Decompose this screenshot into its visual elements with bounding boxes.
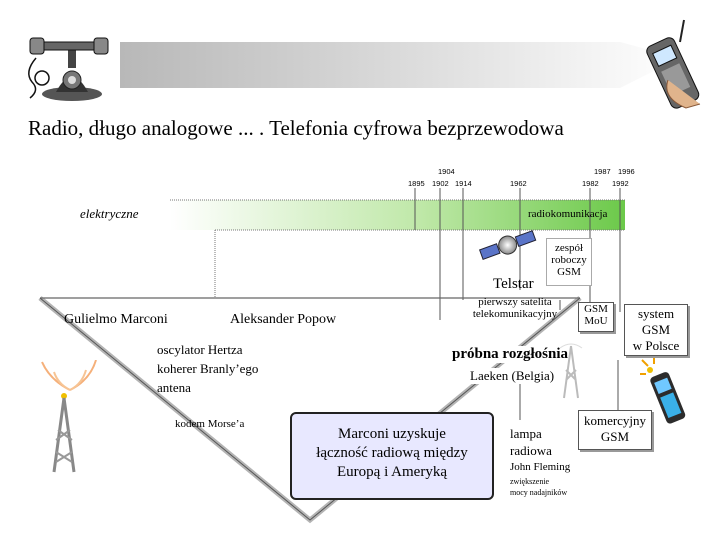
commercial-gsm-line-2: GSM	[600, 429, 630, 444]
header-banner	[120, 42, 680, 88]
broadcast-title: próbna rozgłośnia	[450, 346, 570, 363]
invention-antena: antena	[157, 380, 191, 395]
lamp-inventor: John Fleming	[510, 461, 571, 473]
gsm-group-line-2: roboczy	[551, 254, 587, 266]
vintage-telephone-icon	[28, 37, 109, 101]
gsm-mou-line-2: MoU	[584, 315, 608, 327]
year-1902: 1902	[432, 179, 449, 188]
telstar-caption: pierwszy satelita telekomunikacyjny	[470, 296, 560, 320]
commercial-gsm-box: komercyjny GSM	[578, 410, 652, 450]
gsm-poland-line-2: GSM	[641, 322, 671, 337]
label-marconi: Gulielmo Marconi	[64, 312, 168, 327]
marconi-achievement-box: Marconi uzyskuje łączność radiową między…	[290, 412, 494, 500]
gsm-poland-box: system GSM w Polsce	[624, 304, 688, 356]
marconi-line-1: Marconi uzyskuje	[338, 426, 446, 442]
telstar-label: Telstar	[493, 276, 534, 292]
lamp-line-1: lampa	[510, 426, 542, 441]
year-1987: 1987	[594, 167, 611, 176]
year-1996: 1996	[618, 167, 635, 176]
lamp-note-1: zwiększenie	[510, 477, 550, 486]
broadcast-place: Laeken (Belgia)	[470, 368, 555, 384]
commercial-gsm-line-1: komercyjny	[583, 413, 647, 428]
cellphone-icon	[640, 358, 686, 424]
radio-mast-icon	[559, 343, 583, 399]
gsm-working-group-box: zespół roboczy GSM	[546, 238, 592, 286]
gsm-poland-line-1: system	[637, 306, 675, 321]
label-radiokomunikacja: radiokomunikacja	[528, 208, 608, 220]
year-1962: 1962	[510, 179, 527, 188]
gsm-group-line-1: zespół	[554, 242, 584, 254]
marconi-line-3: Europą i Ameryką	[337, 464, 447, 480]
marconi-line-2: łączność radiową między	[316, 445, 468, 461]
gsm-mou-line-1: GSM	[584, 303, 608, 315]
gsm-mou-box: GSM MoU	[578, 302, 614, 332]
year-1904: 1904	[438, 167, 455, 176]
gsm-poland-line-3: w Polsce	[632, 338, 680, 353]
gsm-group-line-3: GSM	[557, 266, 581, 278]
telstar-caption-1: pierwszy satelita	[478, 296, 552, 308]
year-1895: 1895	[408, 179, 425, 188]
label-elektryczne: elektryczne	[80, 206, 139, 221]
invention-koherer: koherer Branly’ego	[157, 361, 259, 376]
label-popow: Aleksander Popow	[230, 312, 337, 327]
invention-oscylator: oscylator Hertza	[157, 342, 243, 357]
year-1982: 1982	[582, 179, 599, 188]
mobile-phone-icon	[646, 19, 701, 109]
label-morse: kodem Morse’a	[175, 418, 245, 430]
lamp-line-2: radiowa	[510, 443, 552, 458]
telstar-caption-2: telekomunikacyjny	[472, 308, 558, 320]
lamp-note-2: mocy nadajników	[510, 488, 568, 497]
radio-tower-icon	[41, 360, 97, 473]
page-title: Radio, długo analogowe ... . Telefonia c…	[28, 116, 564, 140]
satellite-icon	[478, 230, 537, 260]
year-1992: 1992	[612, 179, 629, 188]
year-1914: 1914	[455, 179, 472, 188]
